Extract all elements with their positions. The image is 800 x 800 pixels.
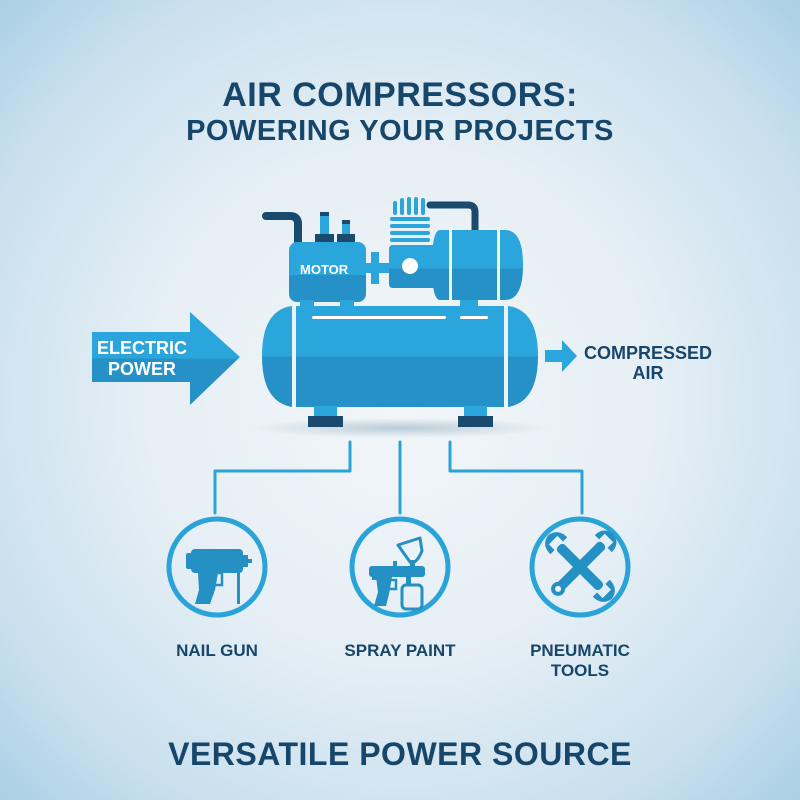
electric-power-label-line1: ELECTRIC xyxy=(97,338,187,358)
application-spray-paint-label: SPRAY PAINT xyxy=(330,641,470,661)
application-label-line2: TOOLS xyxy=(550,661,610,680)
application-pneumatic-tools-label: PNEUMATIC TOOLS xyxy=(510,641,650,681)
application-nail-gun-label: NAIL GUN xyxy=(147,641,287,661)
application-label-line1: NAIL GUN xyxy=(176,641,258,660)
pump-cylinder-icon xyxy=(432,228,523,308)
motor-terminals-icon xyxy=(315,212,355,242)
air-tank-icon xyxy=(262,306,538,407)
spray-gun-icon xyxy=(349,516,451,618)
footer-tagline: VERSATILE POWER SOURCE xyxy=(168,736,632,772)
motor-label: MOTOR xyxy=(300,262,349,277)
compressor-shadow xyxy=(250,418,550,438)
pump-fins-icon xyxy=(390,197,430,242)
compressed-air-label: COMPRESSED AIR xyxy=(583,343,713,383)
discharge-pipe-icon xyxy=(426,201,479,236)
application-label-line1: PNEUMATIC xyxy=(530,641,630,660)
wrenches-icon xyxy=(529,516,631,618)
shaft-coupling-icon xyxy=(365,252,389,284)
motor-pipe-icon xyxy=(262,212,302,250)
page-title-line2: POWERING YOUR PROJECTS xyxy=(186,115,614,147)
compressed-air-arrow-icon xyxy=(545,340,577,372)
nail-gun-icon xyxy=(166,516,268,618)
pump-icon xyxy=(389,245,440,288)
electric-power-label: ELECTRIC POWER xyxy=(92,338,192,380)
compressed-air-label-line2: AIR xyxy=(632,363,664,383)
page-title-line1: AIR COMPRESSORS: xyxy=(222,76,578,114)
tank-feet-icon xyxy=(308,406,493,427)
motor-icon xyxy=(289,242,366,310)
electric-power-arrow-icon xyxy=(92,312,240,405)
connector-lines xyxy=(213,440,584,515)
compressed-air-label-line1: COMPRESSED xyxy=(583,343,713,363)
electric-power-label-line2: POWER xyxy=(107,359,176,379)
application-label-line1: SPRAY PAINT xyxy=(344,641,456,660)
